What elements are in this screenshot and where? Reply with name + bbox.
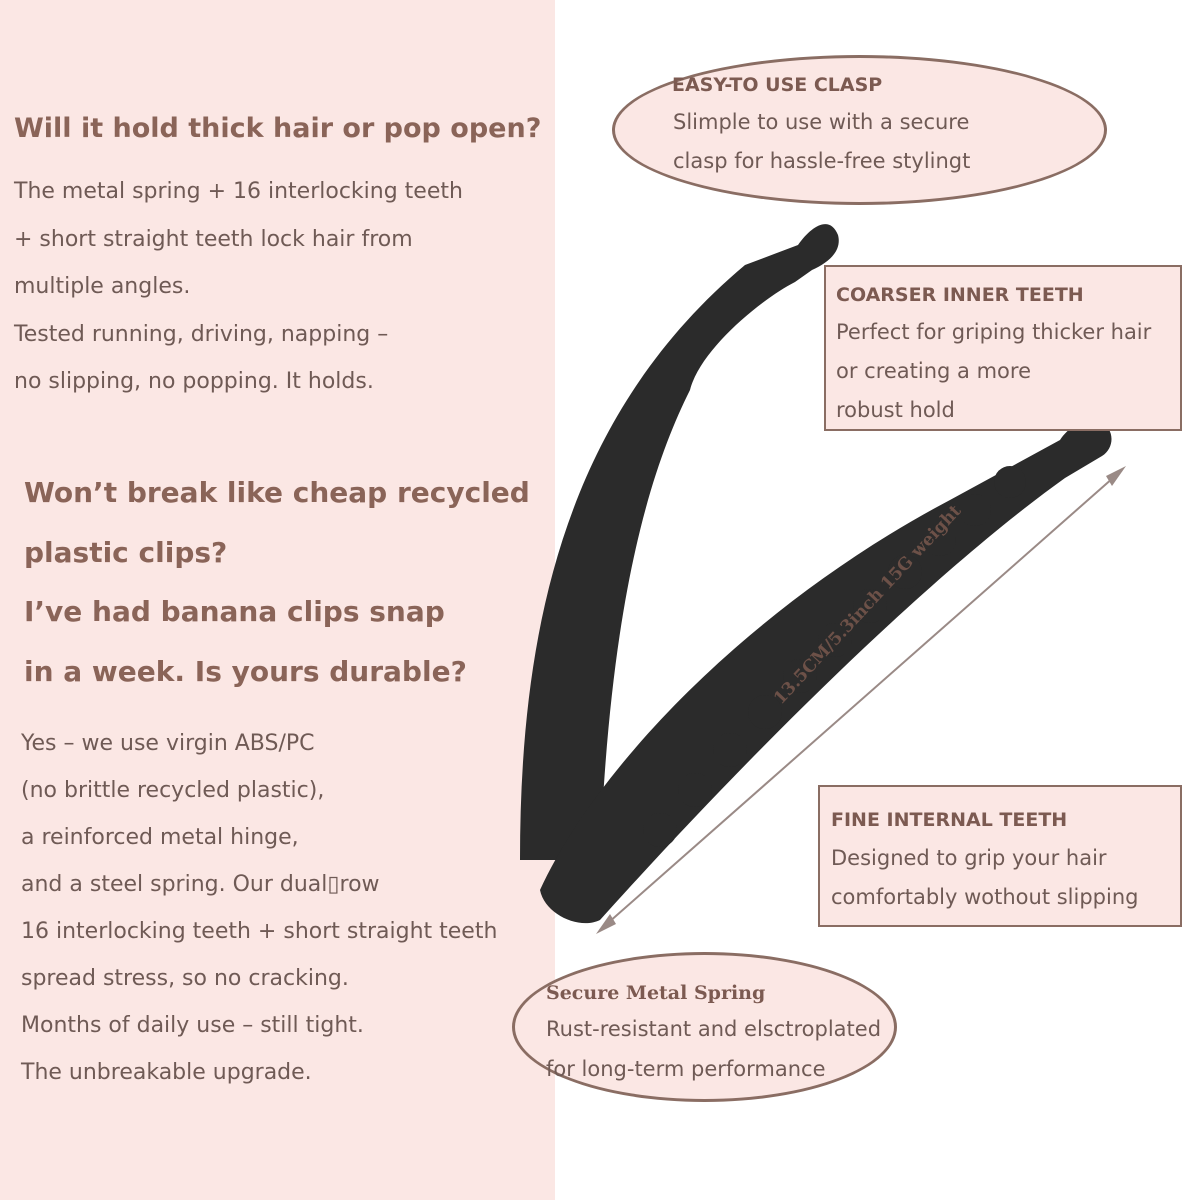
callout-coarser-line: or creating a more bbox=[836, 359, 1031, 383]
left-panel bbox=[0, 0, 555, 1200]
answer-line: spread stress, so no cracking. bbox=[21, 966, 349, 991]
callout-fine-title: FINE INTERNAL TEETH bbox=[831, 809, 1068, 831]
callout-spring-line: Rust-resistant and elsctroplated bbox=[546, 1017, 882, 1041]
answer-line: 16 interlocking teeth + short straight t… bbox=[21, 919, 498, 944]
faq-answer-hold: The metal spring + 16 interlocking teeth… bbox=[14, 168, 534, 406]
callout-coarser-title: COARSER INNER TEETH bbox=[836, 284, 1084, 306]
callout-coarser-line: Perfect for griping thicker hair bbox=[836, 320, 1152, 344]
callout-fine bbox=[818, 785, 1182, 927]
question-line: plastic clips? bbox=[24, 535, 228, 569]
answer-line: The unbreakable upgrade. bbox=[21, 1060, 312, 1085]
callout-clasp bbox=[612, 55, 1107, 205]
answer-line: and a steel spring. Our dual▯row bbox=[21, 872, 380, 897]
faq-question-durable: Won’t break like cheap recycled plastic … bbox=[24, 463, 544, 701]
answer-line: Yes – we use virgin ABS/PC bbox=[21, 731, 315, 756]
callout-coarser bbox=[824, 265, 1182, 431]
answer-line: no slipping, no popping. It holds. bbox=[14, 369, 374, 394]
callout-fine-line: Designed to grip your hair bbox=[831, 846, 1107, 870]
question-line: in a week. Is yours durable? bbox=[24, 654, 467, 688]
callout-spring-title: Secure Metal Spring bbox=[546, 982, 766, 1004]
question-line: Won’t break like cheap recycled bbox=[24, 476, 530, 509]
callout-clasp-title: EASY-TO USE CLASP bbox=[672, 74, 883, 96]
answer-line: The metal spring + 16 interlocking teeth bbox=[14, 179, 463, 204]
faq-question-hold: Will it hold thick hair or pop open? bbox=[14, 113, 542, 144]
callout-spring-line: for long-term performance bbox=[546, 1057, 826, 1081]
callout-spring bbox=[512, 952, 897, 1102]
callout-coarser-line: robust hold bbox=[836, 398, 955, 422]
callout-fine-line: comfortably wothout slipping bbox=[831, 885, 1139, 909]
faq-answer-durable: Yes – we use virgin ABS/PC (no brittle r… bbox=[21, 720, 541, 1096]
callout-clasp-line: clasp for hassle-free stylingt bbox=[673, 149, 971, 173]
answer-line: (no brittle recycled plastic), bbox=[21, 778, 325, 803]
question-line: I’ve had banana clips snap bbox=[24, 595, 445, 628]
answer-line: Months of daily use – still tight. bbox=[21, 1013, 364, 1038]
answer-line: a reinforced metal hinge, bbox=[21, 825, 299, 850]
answer-line: + short straight teeth lock hair from bbox=[14, 226, 413, 252]
callout-clasp-line: Slimple to use with a secure bbox=[673, 110, 970, 134]
answer-line: Tested running, driving, napping – bbox=[14, 321, 389, 347]
answer-line: multiple angles. bbox=[14, 274, 191, 299]
